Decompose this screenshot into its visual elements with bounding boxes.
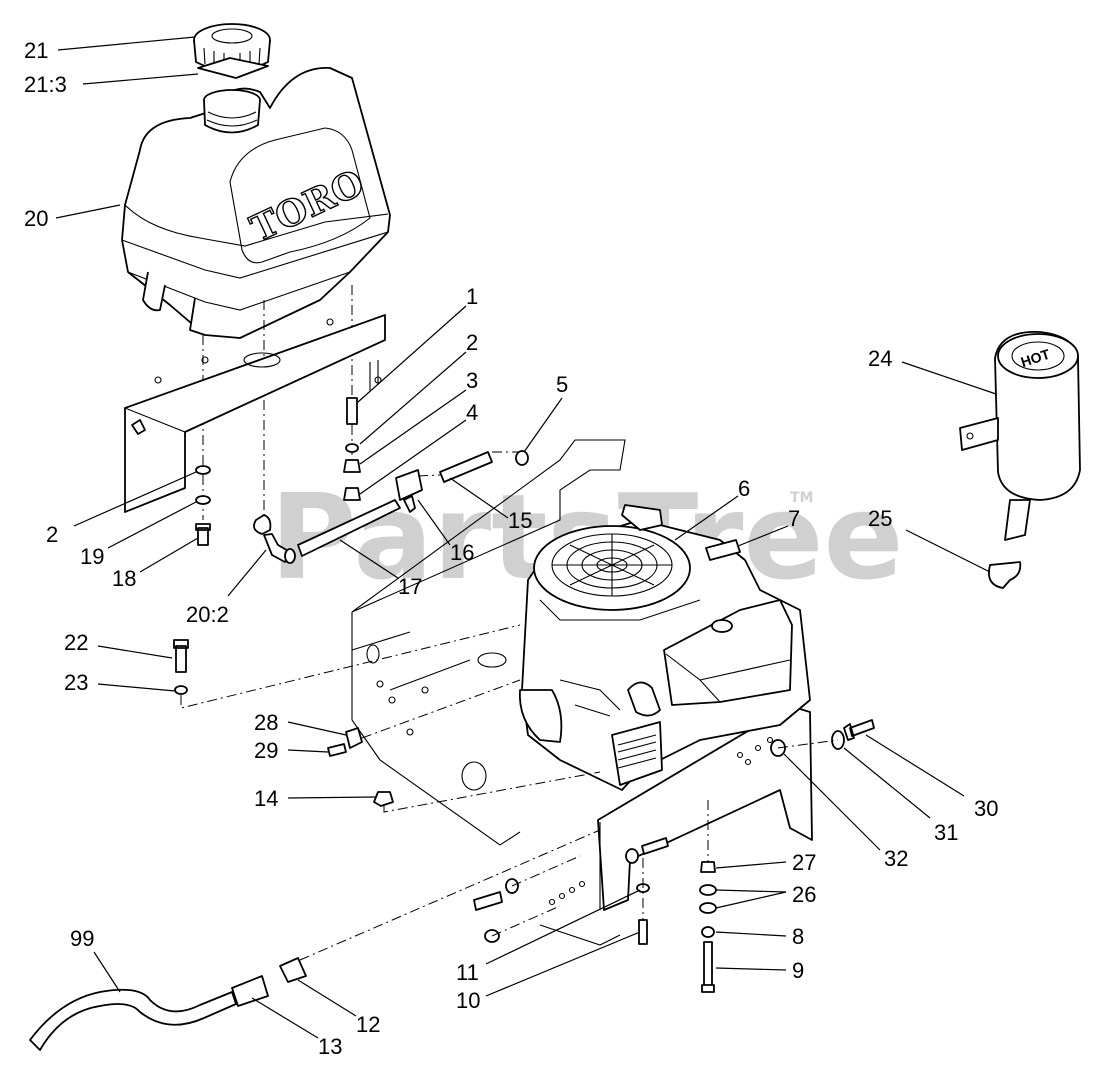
washers-26 [699, 884, 717, 914]
bolt-9 [701, 941, 715, 993]
callout-11: 11 [456, 960, 479, 985]
callout-16: 16 [450, 540, 474, 565]
fuel-hose-15 [439, 451, 493, 483]
washer-2-lower [195, 465, 211, 475]
callout-3: 3 [466, 368, 478, 393]
callout-12: 12 [356, 1012, 380, 1037]
callout-22: 22 [64, 630, 88, 655]
spacer-8 [701, 926, 715, 938]
callout-1: 1 [466, 284, 478, 309]
bolt-10 [638, 919, 648, 945]
cap-gasket [197, 57, 269, 79]
callout-18: 18 [112, 566, 136, 591]
fuel-filter-16 [395, 469, 423, 513]
washer-2-upper [345, 443, 359, 453]
hose-clamp-5 [515, 450, 529, 466]
callout-labels: 21 21:3 20 1 2 3 4 5 6 7 15 16 17 2 19 1… [24, 38, 998, 1059]
nut-14 [373, 791, 394, 807]
callout-6: 6 [738, 476, 750, 501]
callout-2-upper: 2 [466, 330, 478, 355]
bolt-22 [173, 639, 189, 673]
callout-32: 32 [884, 846, 908, 871]
callout-29: 29 [254, 738, 278, 763]
nut-27 [700, 861, 716, 873]
callout-9: 9 [792, 958, 804, 983]
nut-4 [343, 487, 361, 501]
callout-2-lower: 2 [46, 522, 58, 547]
bolt-22-line [180, 624, 521, 709]
callout-28: 28 [254, 710, 278, 735]
spacer-1 [346, 397, 358, 425]
frame-upper-plate [124, 314, 386, 513]
callout-25: 25 [868, 506, 892, 531]
fuel-tank: TORO [121, 67, 391, 339]
hose-clamp [284, 548, 296, 564]
callout-4: 4 [466, 400, 478, 425]
callout-13: 13 [318, 1034, 342, 1059]
fitting-12 [279, 957, 307, 983]
callout-20-2: 20:2 [186, 602, 229, 627]
engine [518, 504, 811, 791]
clip-nut-3 [343, 459, 361, 473]
callout-30: 30 [974, 796, 998, 821]
nut-14-line [383, 771, 601, 813]
callout-23: 23 [64, 670, 88, 695]
callout-24: 24 [868, 346, 892, 371]
leader-lines [55, 36, 997, 1039]
callout-10: 10 [456, 988, 480, 1013]
callout-19: 19 [80, 544, 104, 569]
screw-29 [327, 743, 347, 757]
callout-21-3: 21:3 [24, 72, 67, 97]
rear-mount-bolts [473, 837, 669, 943]
engine-decal [705, 539, 741, 561]
callout-5: 5 [556, 372, 568, 397]
fuel-hose-99-line [299, 829, 601, 961]
muffler: HOT [959, 331, 1081, 589]
callout-31: 31 [934, 820, 958, 845]
clamp-28 [345, 727, 363, 749]
lock-washer-19 [195, 495, 211, 505]
fuel-hose-17 [297, 499, 401, 557]
callout-17: 17 [398, 574, 422, 599]
callout-20: 20 [24, 206, 48, 231]
callout-27: 27 [792, 850, 816, 875]
frame-main [351, 439, 626, 946]
callout-26: 26 [792, 882, 816, 907]
bolt-18 [195, 523, 211, 546]
callout-8: 8 [792, 924, 804, 949]
washer-23 [174, 685, 188, 695]
callout-14: 14 [254, 786, 278, 811]
watermark-tm: TM [790, 490, 813, 506]
fuel-hose-99 [29, 988, 237, 1051]
callout-7: 7 [788, 506, 800, 531]
fuel-line-path [417, 451, 518, 477]
fuel-cap [193, 23, 271, 72]
callout-21: 21 [24, 38, 48, 63]
callout-99: 99 [70, 926, 94, 951]
callout-15: 15 [508, 508, 532, 533]
bolt-30 [843, 719, 875, 741]
clamp-28-line [361, 679, 521, 739]
fitting-13 [231, 975, 269, 1007]
fuel-elbow-20-2 [253, 514, 291, 563]
